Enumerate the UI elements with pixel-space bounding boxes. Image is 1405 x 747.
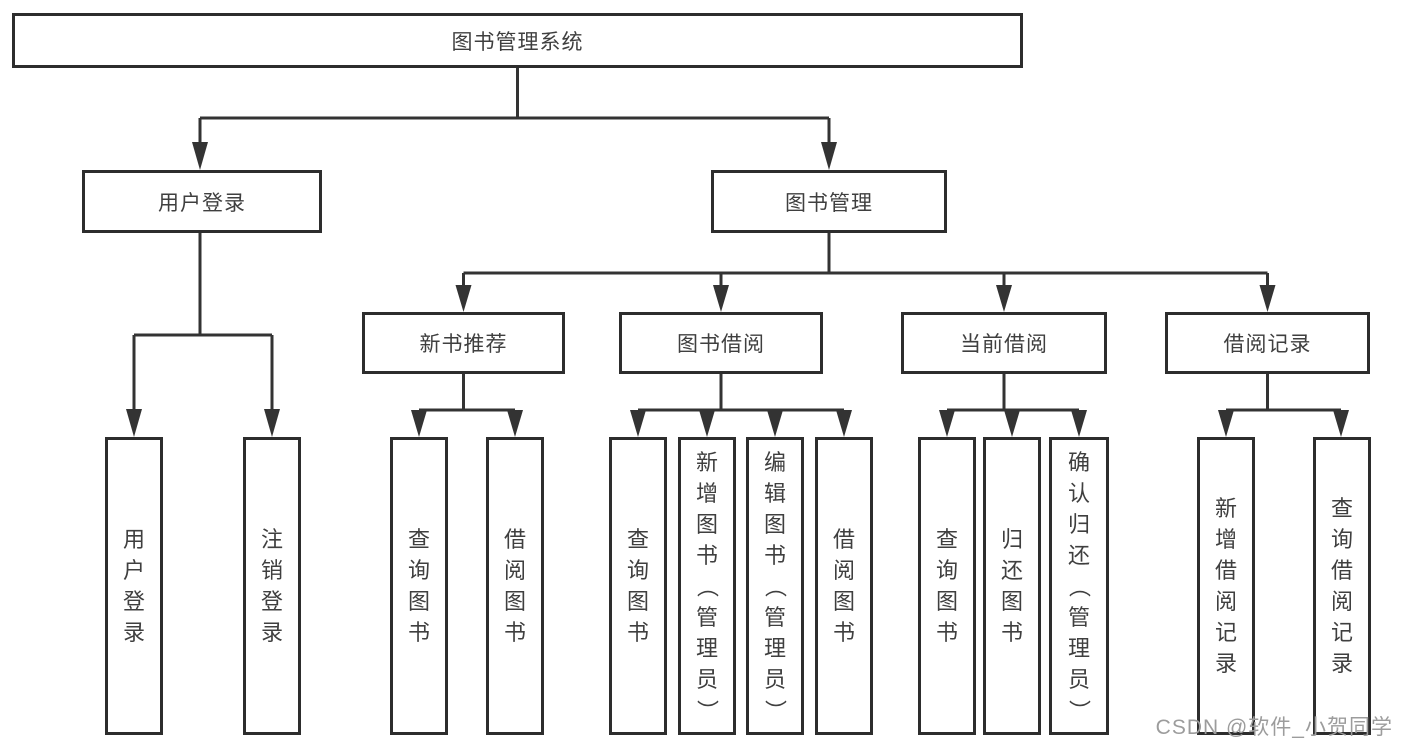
node-label: 新书推荐 (419, 333, 508, 356)
node-label: 当前借阅 (960, 333, 1048, 356)
edge-login-to-leaves (132, 233, 274, 413)
node-add-book-admin: 新增图书（管理员） (678, 437, 736, 735)
node-label: 新增图书（管理员） (694, 449, 720, 722)
edge-group3-to-leaves (1224, 374, 1343, 414)
node-borrow-books-borrowing: 借阅图书 (815, 437, 873, 735)
edge-root-to-branches (198, 68, 831, 146)
node-new-book-recommend: 新书推荐 (362, 312, 565, 374)
edge-group0-to-leaves (417, 374, 517, 414)
node-add-borrow-record: 新增借阅记录 (1197, 437, 1255, 735)
arrowheads (126, 142, 1349, 437)
node-label: 归还图书 (1000, 527, 1023, 645)
node-label: 查询图书 (626, 527, 649, 645)
node-return-book: 归还图书 (983, 437, 1041, 735)
node-borrowing-records: 借阅记录 (1165, 312, 1370, 374)
node-borrow-books-recommend: 借阅图书 (486, 437, 544, 735)
node-user-login: 用户登录 (105, 437, 163, 735)
node-label: 确认归还（管理员） (1066, 449, 1092, 722)
node-label: 图书管理系统 (451, 30, 584, 54)
node-edit-book-admin: 编辑图书（管理员） (746, 437, 804, 735)
node-current-borrowing: 当前借阅 (901, 312, 1107, 374)
node-label: 图书管理 (785, 191, 873, 215)
node-confirm-return-admin: 确认归还（管理员） (1049, 437, 1109, 735)
node-query-borrow-record: 查询借阅记录 (1313, 437, 1371, 735)
edge-group1-to-leaves (636, 374, 846, 414)
node-label: 查询图书 (407, 527, 430, 645)
csdn-watermark: CSDN @软件_小贺同学 (1155, 716, 1393, 739)
node-user-login-branch: 用户登录 (82, 170, 322, 233)
node-label: 编辑图书（管理员） (762, 449, 788, 722)
node-label: 查询借阅记录 (1330, 496, 1353, 676)
node-label: 借阅记录 (1223, 333, 1312, 356)
node-query-books-recommend: 查询图书 (390, 437, 448, 735)
node-label: 借阅图书 (832, 527, 855, 645)
node-label: 新增借阅记录 (1214, 496, 1237, 676)
node-library-management-system: 图书管理系统 (12, 13, 1023, 68)
node-query-books-borrowing: 查询图书 (609, 437, 667, 735)
edge-group2-to-leaves (945, 374, 1081, 414)
node-label: 查询图书 (935, 527, 958, 645)
node-label: 借阅图书 (503, 527, 526, 645)
node-book-borrowing: 图书借阅 (619, 312, 823, 374)
node-label: 用户登录 (158, 191, 246, 215)
node-book-management-branch: 图书管理 (711, 170, 947, 233)
node-label: 用户登录 (122, 527, 145, 645)
node-label: 注销登录 (260, 527, 283, 645)
edge-mgmt-to-groups (462, 233, 1269, 289)
node-logout: 注销登录 (243, 437, 301, 735)
node-query-books-current: 查询图书 (918, 437, 976, 735)
node-label: 图书借阅 (677, 333, 765, 356)
